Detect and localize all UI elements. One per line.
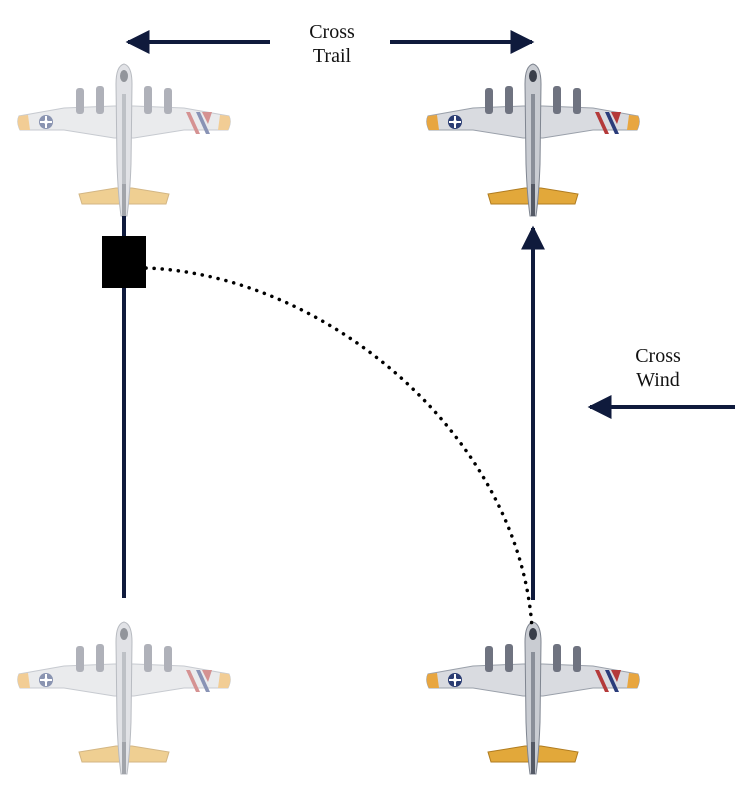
bomb-icon: [102, 236, 146, 288]
bomber-top-right: [425, 63, 641, 217]
cross-trail-label-line2: Trail: [312, 45, 352, 67]
bomb-trajectory: [144, 266, 534, 630]
cross-trail-label-line1: Cross: [309, 21, 355, 43]
cross-wind-label-line2: Wind: [636, 369, 680, 391]
cross-trail-label: Cross Trail: [290, 20, 374, 68]
bomber-bottom-left: [16, 621, 232, 775]
cross-wind-label-line1: Cross: [635, 345, 681, 367]
bomber-top-left: [16, 63, 232, 217]
cross-wind-label: Cross Wind: [616, 344, 700, 392]
bomber-bottom-right: [425, 621, 641, 775]
